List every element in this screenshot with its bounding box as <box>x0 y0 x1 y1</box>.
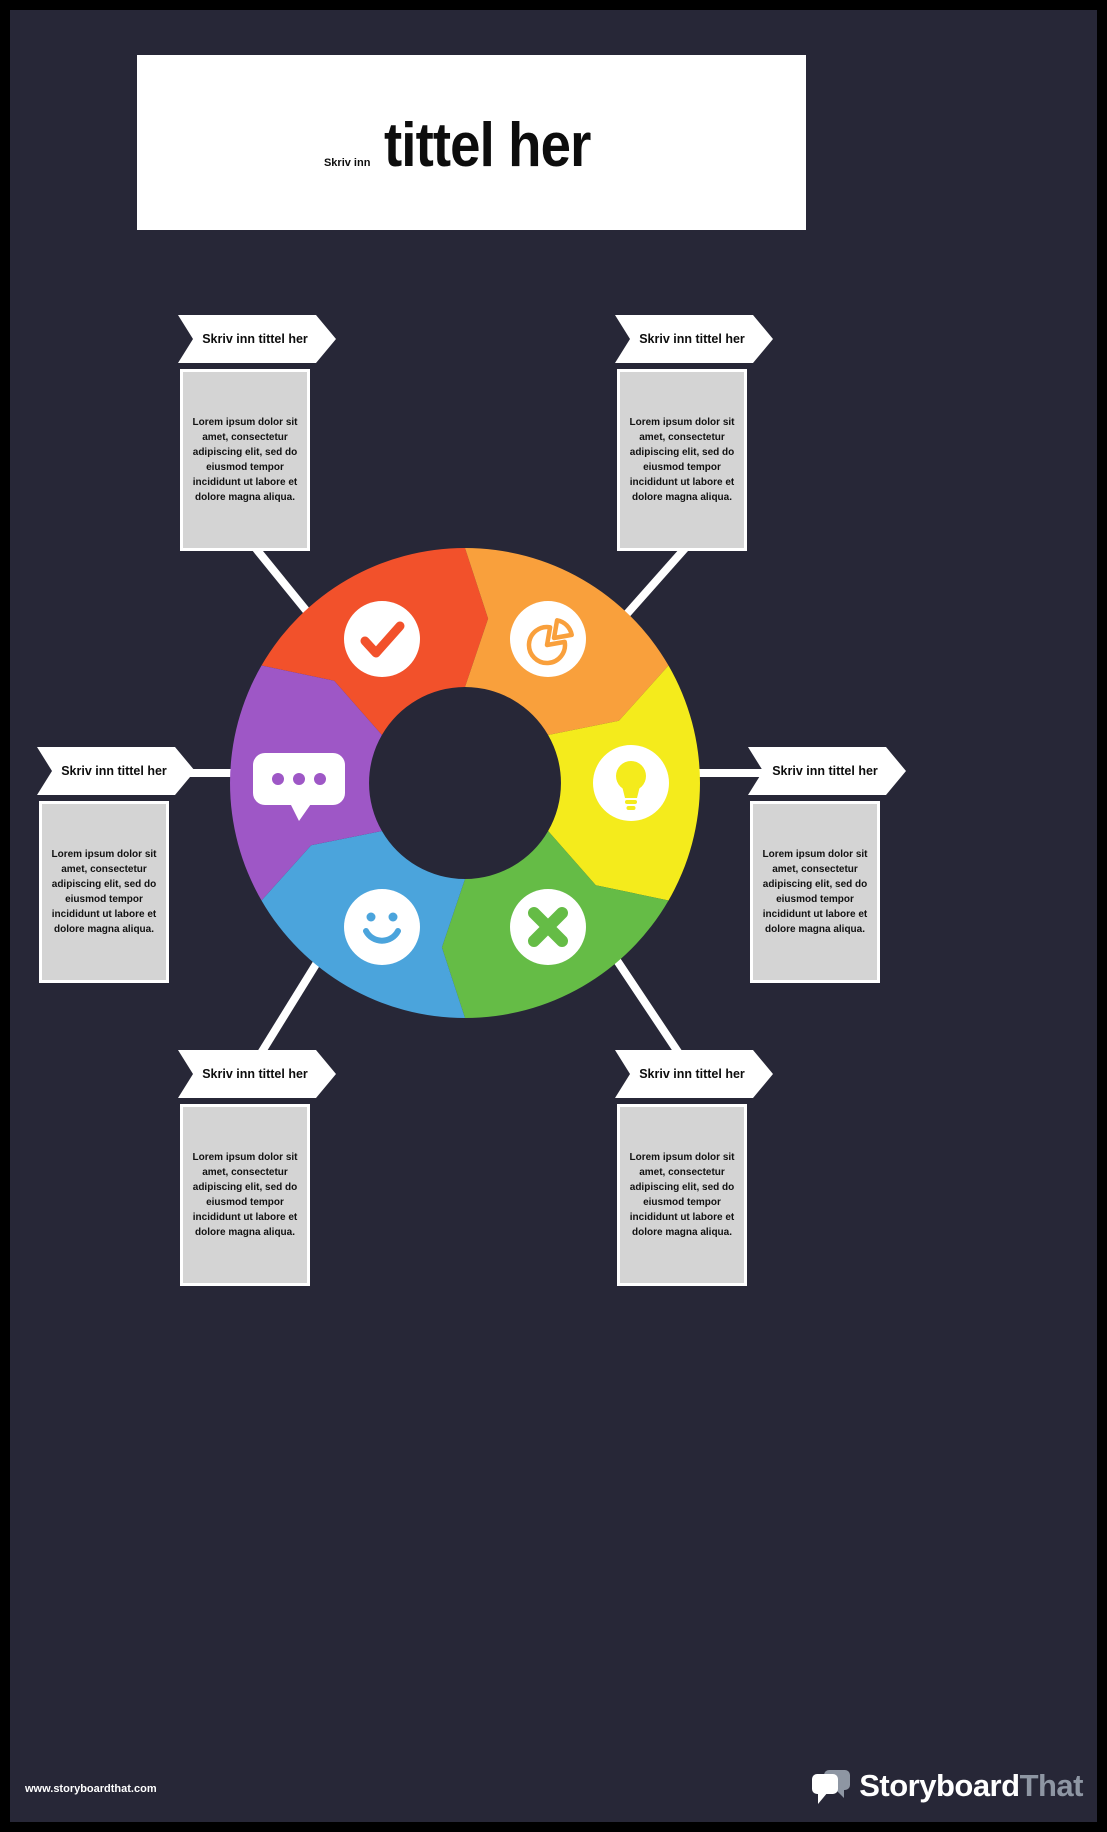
storyboardthat-logo: StoryboardThat <box>810 1766 1084 1806</box>
poster-canvas: Skriv inn tittel her Skriv inn tittel he… <box>10 10 1097 1822</box>
website-url: www.storyboardthat.com <box>25 1783 157 1795</box>
callout-header-banner: Skriv inn tittel her <box>178 315 336 363</box>
smiley-icon <box>344 889 420 965</box>
check-icon <box>344 601 420 677</box>
callout-body: Lorem ipsum dolor sit amet, consectetur … <box>617 369 747 551</box>
pie-chart-icon <box>510 601 586 677</box>
logo-text: StoryboardThat <box>859 1768 1083 1804</box>
callout-header-label: Skriv inn tittel her <box>61 764 167 778</box>
logo-text-light: That <box>1019 1768 1084 1803</box>
callout-header-banner: Skriv inn tittel her <box>615 315 773 363</box>
callout-left: Skriv inn tittel her Lorem ipsum dolor s… <box>37 747 195 983</box>
title-prefix-label: Skriv inn <box>323 157 371 169</box>
callout-body: Lorem ipsum dolor sit amet, consectetur … <box>180 369 310 551</box>
callout-header-label: Skriv inn tittel her <box>639 1067 745 1081</box>
speech-bubble-icon <box>253 753 345 821</box>
logo-text-bold: Storyboard <box>859 1768 1020 1803</box>
callout-body-text: Lorem ipsum dolor sit amet, consectetur … <box>192 417 298 503</box>
callout-header-label: Skriv inn tittel her <box>639 332 745 346</box>
callout-header-label: Skriv inn tittel her <box>202 1067 308 1081</box>
callout-body-text: Lorem ipsum dolor sit amet, consectetur … <box>762 849 868 935</box>
callout-header-banner: Skriv inn tittel her <box>748 747 906 795</box>
callout-header-label: Skriv inn tittel her <box>202 332 308 346</box>
callout-top-left: Skriv inn tittel her Lorem ipsum dolor s… <box>178 315 336 551</box>
page-title: tittel her <box>384 111 591 180</box>
callout-header-label: Skriv inn tittel her <box>772 764 878 778</box>
lightbulb-icon <box>593 745 669 821</box>
callout-body-text: Lorem ipsum dolor sit amet, consectetur … <box>629 1152 735 1238</box>
callout-body: Lorem ipsum dolor sit amet, consectetur … <box>180 1104 310 1286</box>
callout-header-banner: Skriv inn tittel her <box>37 747 195 795</box>
callout-body: Lorem ipsum dolor sit amet, consectetur … <box>39 801 169 983</box>
callout-body-text: Lorem ipsum dolor sit amet, consectetur … <box>192 1152 298 1238</box>
callout-body-text: Lorem ipsum dolor sit amet, consectetur … <box>629 417 735 503</box>
callout-body: Lorem ipsum dolor sit amet, consectetur … <box>617 1104 747 1286</box>
title-box: Skriv inn tittel her <box>137 55 806 230</box>
callout-top-right: Skriv inn tittel her Lorem ipsum dolor s… <box>615 315 773 551</box>
callout-header-banner: Skriv inn tittel her <box>615 1050 773 1098</box>
callout-bottom-left: Skriv inn tittel her Lorem ipsum dolor s… <box>178 1050 336 1286</box>
callout-body: Lorem ipsum dolor sit amet, consectetur … <box>750 801 880 983</box>
cycle-diagram <box>100 542 850 1061</box>
callout-bottom-right: Skriv inn tittel her Lorem ipsum dolor s… <box>615 1050 773 1286</box>
callout-body-text: Lorem ipsum dolor sit amet, consectetur … <box>51 849 157 935</box>
callout-header-banner: Skriv inn tittel her <box>178 1050 336 1098</box>
cross-icon <box>510 889 586 965</box>
logo-speech-bubbles-icon <box>812 1770 851 1804</box>
callout-right: Skriv inn tittel her Lorem ipsum dolor s… <box>748 747 906 983</box>
